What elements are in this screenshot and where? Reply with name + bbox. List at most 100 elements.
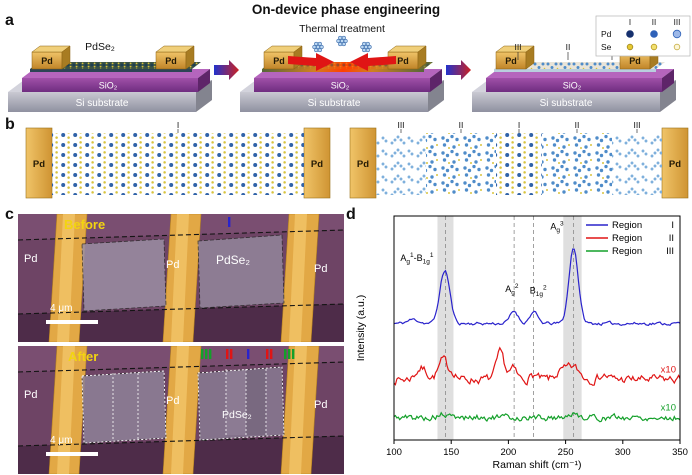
legend-phase-header: III <box>674 18 681 27</box>
scalebar <box>46 452 98 456</box>
lattice-band <box>426 133 496 195</box>
device-schematic-2: Si substrate SiO₂ Pd Pd <box>240 45 444 112</box>
si-substrate-label: Si substrate <box>308 98 361 109</box>
pd-electrode-label: Pd <box>24 389 38 401</box>
region-marker-II <box>270 349 273 359</box>
pd-electrode-label: Pd <box>314 263 328 275</box>
pd-electrode-label: Pd <box>314 399 328 411</box>
pd-electrode-label: Pd <box>629 56 641 66</box>
plot-border <box>393 215 681 441</box>
scale-factor-label: x10 <box>661 365 676 376</box>
x-axis-label: Raman shift (cm⁻¹) <box>493 459 582 471</box>
peak-label: B1g2 <box>530 284 547 298</box>
pd-electrode-label: Pd <box>165 56 177 66</box>
pd-atom-icon <box>626 30 634 38</box>
x-tick-label: 300 <box>615 447 631 458</box>
phase-label: III <box>397 120 404 130</box>
legend-label: Region <box>612 246 642 257</box>
lattice-band <box>542 133 612 195</box>
flake <box>81 238 167 312</box>
pd-electrode-label: Pd <box>24 253 38 265</box>
pd-electrode-label: Pd <box>166 259 180 271</box>
pd-atom-icon <box>672 29 682 39</box>
scale-factor-label: x10 <box>661 403 676 414</box>
micrograph-before-image <box>18 214 344 342</box>
si-substrate <box>472 92 660 112</box>
thermal-arrow-left <box>288 53 334 71</box>
pd-electrode-label: Pd <box>33 159 45 170</box>
si-substrate-label: Si substrate <box>76 98 129 109</box>
si-substrate-label: Si substrate <box>540 98 593 109</box>
phase-label: II <box>575 120 580 130</box>
phase-label: III <box>633 120 640 130</box>
legend-pd-row-label: Pd <box>601 29 612 39</box>
legend-numeral: II <box>669 233 674 244</box>
lattice-phase-i <box>52 133 304 195</box>
x-tick-label: 250 <box>558 447 574 458</box>
se-atom-icon <box>650 43 658 51</box>
x-tick-label: 200 <box>500 447 516 458</box>
phase-label: I <box>518 120 520 130</box>
molecule-cluster-icon <box>317 41 322 46</box>
pd-electrode-label: Pd <box>505 56 517 66</box>
se-atom-icon <box>673 43 681 51</box>
pd-electrode-label: Pd <box>273 56 285 66</box>
micrograph-after-image <box>18 346 344 474</box>
sio2-label: SiO₂ <box>99 81 118 91</box>
before-label: Before <box>64 217 106 232</box>
scalebar <box>46 320 98 324</box>
molecule-cluster-icon <box>315 44 321 50</box>
sio2-label: SiO₂ <box>331 81 350 91</box>
pd-electrode-label: Pd <box>311 159 323 170</box>
pd-electrode <box>303 127 331 199</box>
molecule-cluster-icon <box>339 38 345 44</box>
sio2-label: SiO₂ <box>563 81 582 91</box>
region-marker-III <box>205 349 208 359</box>
peak-label: Ag3 <box>550 220 564 234</box>
legend-phase-header: II <box>652 18 656 27</box>
sio2-layer <box>22 78 198 92</box>
region-label: II <box>566 42 571 52</box>
region-marker-I <box>228 217 231 227</box>
thermal-treatment-label: Thermal treatment <box>299 23 385 35</box>
thermal-arrow-right <box>350 53 396 71</box>
sio2-layer <box>486 78 662 92</box>
region-label: III <box>514 42 521 52</box>
pd-electrode-label: Pd <box>397 56 409 66</box>
si-substrate <box>8 92 196 112</box>
legend-label: Region <box>612 233 642 244</box>
x-tick-label: 150 <box>443 447 459 458</box>
raman-curve-region-II <box>393 346 681 386</box>
phase-label: II <box>459 120 464 130</box>
peak-label: Ag2 <box>505 283 519 297</box>
transition-arrow <box>446 60 471 80</box>
flake <box>197 234 285 309</box>
legend-numeral: III <box>666 246 674 257</box>
region-marker-II <box>230 349 233 359</box>
lattice-band <box>612 133 662 195</box>
x-tick-label: 100 <box>386 447 402 458</box>
transition-arrow <box>214 60 239 80</box>
y-axis-label: Intensity (a.u.) <box>355 295 367 362</box>
pd-electrode-label: Pd <box>669 159 681 170</box>
sio2-layer <box>254 78 430 92</box>
region-marker-I <box>247 349 250 359</box>
peak-label: Ag1-B1g1 <box>400 252 434 265</box>
pd-electrode-label: Pd <box>41 56 53 66</box>
molecule-cluster-icon <box>338 42 343 47</box>
pd-atom-icon <box>650 30 658 38</box>
region-marker-II <box>226 349 229 359</box>
si-substrate <box>240 92 428 112</box>
molecule-cluster-icon <box>314 48 319 53</box>
micrograph-before: Before Pd Pd Pd PdSe₂ 4 μm <box>18 214 344 342</box>
device-schematic-3: Si substrate SiO₂ Pd Pd <box>472 45 676 112</box>
region-marker-III <box>288 349 291 359</box>
pd-electrode-label: Pd <box>166 395 180 407</box>
region-marker-III <box>209 349 212 359</box>
molecule-cluster-icon <box>341 35 346 40</box>
lattice-band <box>496 133 542 195</box>
pd-electrode-label: Pd <box>357 159 369 170</box>
panel-label-a: a <box>5 12 14 29</box>
